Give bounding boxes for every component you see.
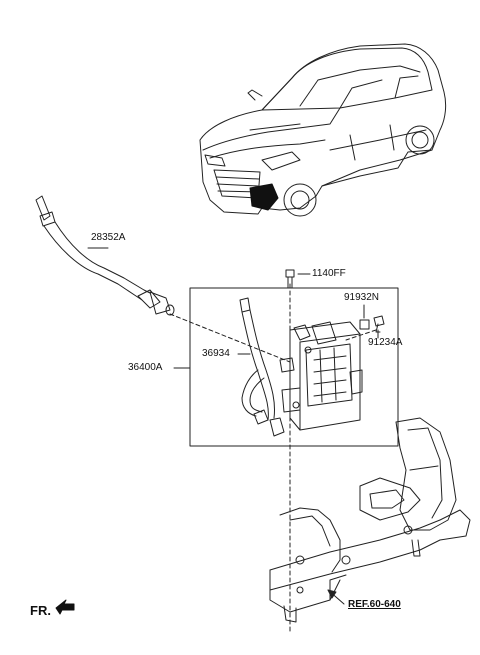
label-1140ff: 1140FF	[312, 268, 346, 279]
reference-arrow	[327, 589, 345, 605]
bolt-91234a	[373, 315, 385, 333]
assembly-frame	[189, 287, 399, 447]
nut-91932n	[359, 319, 370, 330]
front-direction-arrow	[55, 599, 75, 615]
reference-link[interactable]: REF.60-640	[348, 599, 401, 610]
vehicle-illustration	[199, 43, 447, 217]
label-36400a: 36400A	[128, 362, 163, 373]
hose-28352a	[35, 195, 175, 316]
front-direction-label: FR.	[30, 603, 51, 618]
label-36934: 36934	[202, 348, 230, 359]
label-28352a: 28352A	[91, 232, 126, 243]
label-91234a: 91234A	[368, 337, 403, 348]
hose-36934	[239, 297, 285, 437]
label-91932n: 91932N	[344, 292, 380, 303]
bolt-1140ff	[285, 269, 295, 289]
subframe	[269, 417, 471, 623]
inverter-unit	[279, 321, 363, 431]
